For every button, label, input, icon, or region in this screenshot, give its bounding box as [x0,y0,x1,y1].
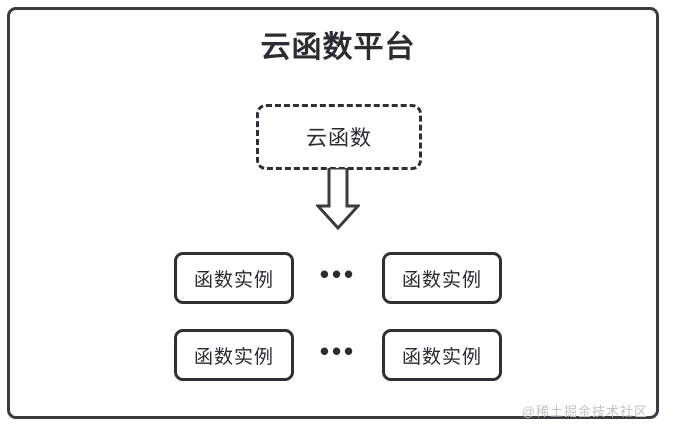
function-instance-label: 函数实例 [401,346,482,368]
down-block-arrow-icon [316,168,360,230]
row-ellipsis: ••• [319,259,357,289]
function-instance-box: 函数实例 [174,252,294,304]
cloud-function-label: 云函数 [306,127,372,150]
function-instance-label: 函数实例 [193,346,274,368]
row-ellipsis: ••• [319,336,357,366]
instance-row: 函数实例 ••• 函数实例 [0,329,676,381]
function-instance-box: 函数实例 [174,329,294,381]
page-title: 云函数平台 [260,31,416,64]
function-instance-box: 函数实例 [382,329,502,381]
function-instance-label: 函数实例 [401,269,482,291]
watermark: @稀土掘金技术社区 [521,404,648,419]
function-instance-box: 函数实例 [382,252,502,304]
instance-row: 函数实例 ••• 函数实例 [0,252,676,304]
function-instance-label: 函数实例 [193,269,274,291]
cloud-function-node: 云函数 [256,104,422,170]
